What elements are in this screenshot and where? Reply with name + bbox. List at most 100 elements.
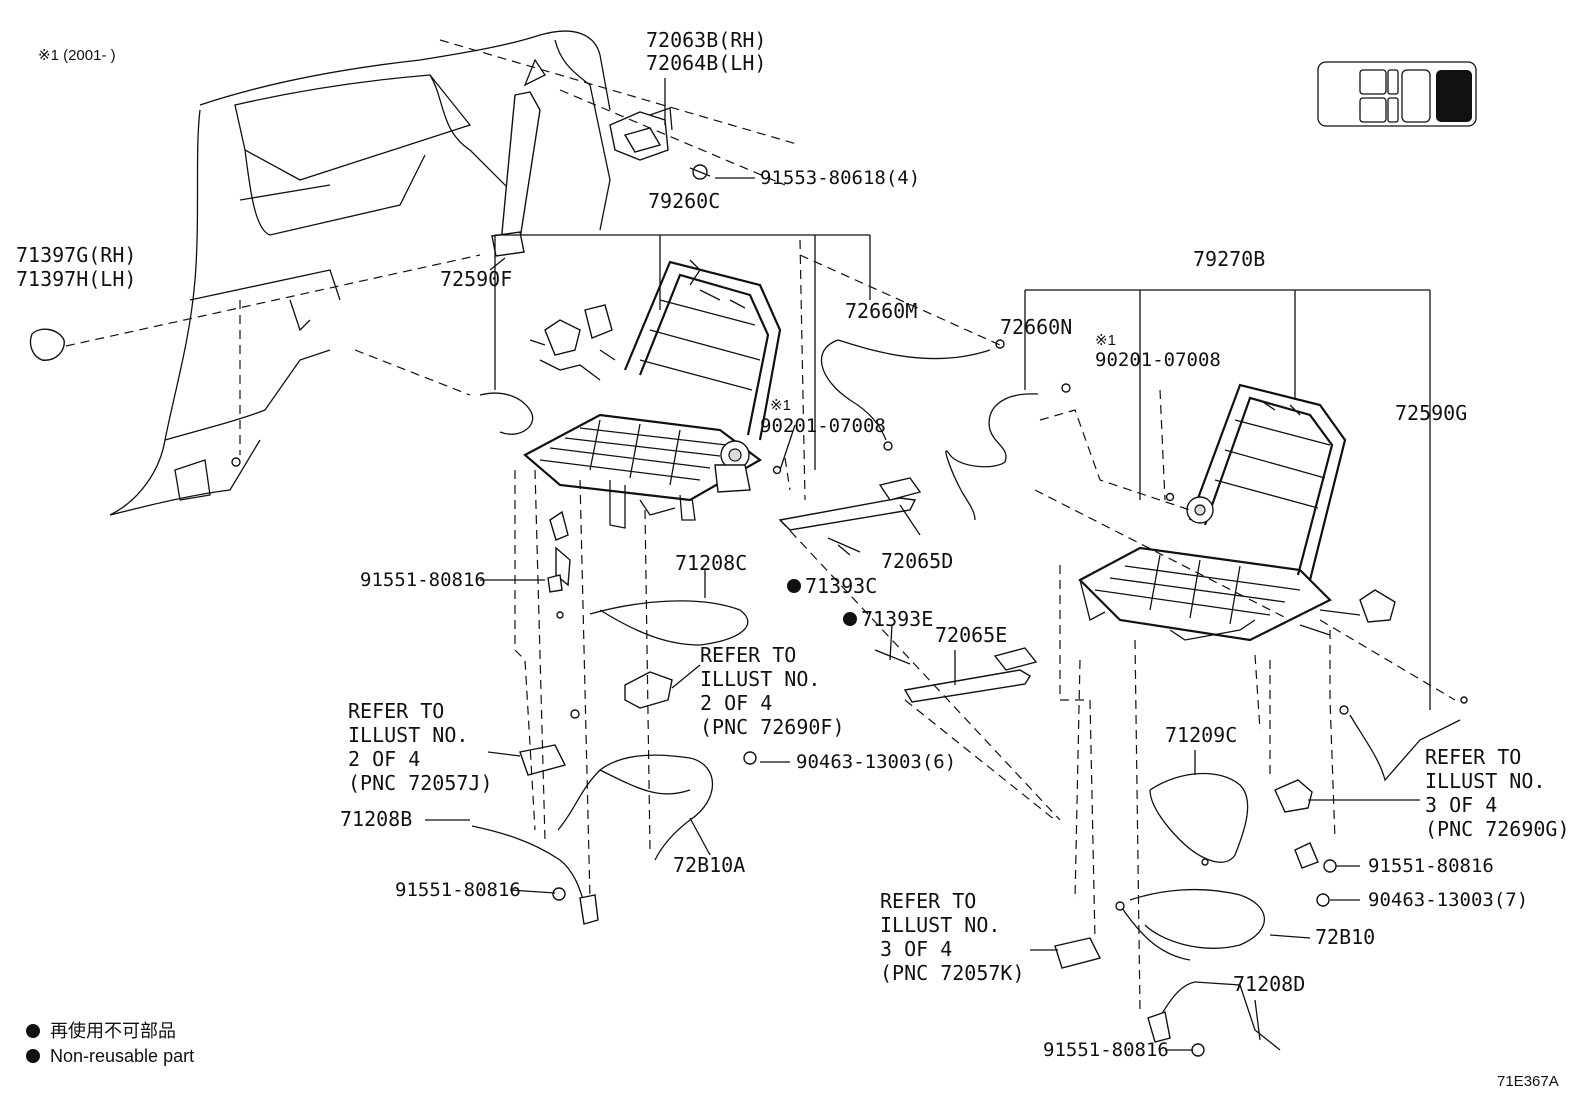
label-71208C: 71208C [675, 551, 747, 575]
label-91551-80816-a: 91551-80816 [360, 569, 486, 591]
svg-text:(PNC 72690F): (PNC 72690F) [700, 715, 845, 739]
cap-71397G [29, 328, 65, 361]
cable-end-72590G-2 [1460, 696, 1468, 704]
cable-72660M-b [837, 339, 991, 360]
label-71393E: 71393E [861, 607, 933, 631]
cable-end-72660M [995, 339, 1005, 349]
legend-dot-jp [26, 1024, 40, 1038]
label-72B10A: 72B10A [673, 853, 745, 877]
seatbelt-trim-72590F [491, 91, 541, 257]
handle-72057K [1054, 937, 1102, 969]
label-71208D: 71208D [1233, 972, 1305, 996]
reference-note-72690G: REFER TO ILLUST NO. 3 OF 4 (PNC 72690G) [1425, 745, 1570, 841]
reference-note-72057J: REFER TO ILLUST NO. 2 OF 4 (PNC 72057J) [348, 699, 493, 795]
label-72065E: 72065E [935, 623, 1007, 647]
legend: 再使用不可部品 Non-reusable part [26, 1021, 194, 1066]
cable-end-72660M-2 [883, 441, 893, 451]
strap-72065E [903, 647, 1038, 703]
bolt-91551-b [552, 887, 566, 901]
cable-72B10A [557, 754, 713, 861]
svg-text:2 OF 4: 2 OF 4 [700, 691, 772, 715]
bolt-91551-d [1191, 1043, 1205, 1057]
label-71208B: 71208B [340, 807, 412, 831]
svg-text:3 OF 4: 3 OF 4 [880, 937, 952, 961]
bolt-91553-80618 [689, 164, 711, 180]
label-71397H: 71397H(LH) [16, 267, 136, 291]
callout-labels: 72063B(RH) 72064B(LH) 91553-80618(4) 792… [16, 28, 1528, 1061]
label-72660N: 72660N [1000, 315, 1072, 339]
svg-text:ILLUST NO.: ILLUST NO. [700, 667, 820, 691]
svg-text:3 OF 4: 3 OF 4 [1425, 793, 1497, 817]
cable-71208D [1157, 981, 1281, 1051]
reference-note-72690F: REFER TO ILLUST NO. 2 OF 4 (PNC 72690F) [700, 643, 845, 739]
bolt-91551-a [547, 574, 563, 593]
label-72B10: 72B10 [1315, 925, 1375, 949]
label-91551-80816-c: 91551-80816 [1368, 855, 1494, 877]
applicability-note: ※1 (2001- ) [38, 47, 116, 64]
label-note-1-right: ※1 [1095, 332, 1116, 349]
latch-part-a [549, 510, 569, 541]
left-seat-frame-79260C [479, 259, 782, 529]
cable-72B10-branch [1119, 904, 1191, 961]
svg-text:REFER TO: REFER TO [348, 699, 444, 723]
label-71397G: 71397G(RH) [16, 243, 136, 267]
cable-72B10 [1129, 888, 1266, 949]
quarter-panel-outline [109, 30, 611, 516]
svg-text:2 OF 4: 2 OF 4 [348, 747, 420, 771]
label-72065D: 72065D [881, 549, 953, 573]
cable-72660N [945, 393, 1039, 521]
legend-dot-en [26, 1049, 40, 1063]
cable-end-71208C [556, 611, 564, 619]
cable-72B10A-branch [599, 769, 691, 795]
bracket-72063B [609, 107, 673, 161]
svg-text:(PNC 72057K): (PNC 72057K) [880, 961, 1025, 985]
label-90201-07008-right: 90201-07008 [1095, 349, 1221, 371]
svg-text:(PNC 72690G): (PNC 72690G) [1425, 817, 1570, 841]
label-90463-13003-7: 90463-13003(7) [1368, 889, 1528, 911]
right-seat-frame-79270B [1078, 383, 1396, 642]
label-72590F: 72590F [440, 267, 512, 291]
clamp-90463-a [743, 751, 757, 765]
label-79260C: 79260C [648, 189, 720, 213]
non-reusable-mark-71393E [843, 612, 857, 626]
label-79270B: 79270B [1193, 247, 1265, 271]
svg-text:ILLUST NO.: ILLUST NO. [880, 913, 1000, 937]
reference-note-72057K: REFER TO ILLUST NO. 3 OF 4 (PNC 72057K) [880, 889, 1025, 985]
svg-text:ILLUST NO.: ILLUST NO. [1425, 769, 1545, 793]
clip-71393E [874, 649, 911, 665]
svg-text:(PNC 72057J): (PNC 72057J) [348, 771, 493, 795]
lever-71208D [1147, 1011, 1171, 1043]
label-72064B: 72064B(LH) [646, 51, 766, 75]
label-90463-13003-6: 90463-13003(6) [796, 751, 956, 773]
illustration-code: 71E367A [1497, 1073, 1559, 1090]
cable-end-72590G [1339, 705, 1349, 715]
cable-71209C [1149, 772, 1249, 863]
bolt-91551-c [1323, 859, 1337, 873]
clip-71393C [827, 537, 861, 553]
latch-part-c [1294, 842, 1319, 869]
vehicle-seat-position-icon [1317, 61, 1477, 127]
svg-text:ILLUST NO.: ILLUST NO. [348, 723, 468, 747]
label-90201-07008-left: 90201-07008 [760, 415, 886, 437]
label-71209C: 71209C [1165, 723, 1237, 747]
leader-lines [425, 78, 1431, 1051]
label-72590G: 72590G [1395, 401, 1467, 425]
svg-text:REFER TO: REFER TO [880, 889, 976, 913]
cable-end-71209C [1201, 858, 1209, 866]
cable-71208C [589, 600, 749, 646]
label-91551-80816-b: 91551-80816 [395, 879, 521, 901]
assembly-dashed-lines [65, 39, 1456, 1011]
cable-72590G [1349, 714, 1461, 782]
legend-label-en: Non-reusable part [50, 1046, 194, 1066]
label-91553-80618: 91553-80618(4) [760, 167, 920, 189]
non-reusable-mark-71393C [787, 579, 801, 593]
legend-label-jp: 再使用不可部品 [50, 1021, 176, 1041]
label-71393C: 71393C [805, 574, 877, 598]
svg-text:REFER TO: REFER TO [700, 643, 796, 667]
cable-end-72B10A [570, 709, 580, 719]
label-72660M: 72660M [845, 299, 917, 323]
lever-71208B [579, 894, 599, 925]
label-91551-80816-d: 91551-80816 [1043, 1039, 1169, 1061]
cable-72660M-a [820, 339, 887, 441]
